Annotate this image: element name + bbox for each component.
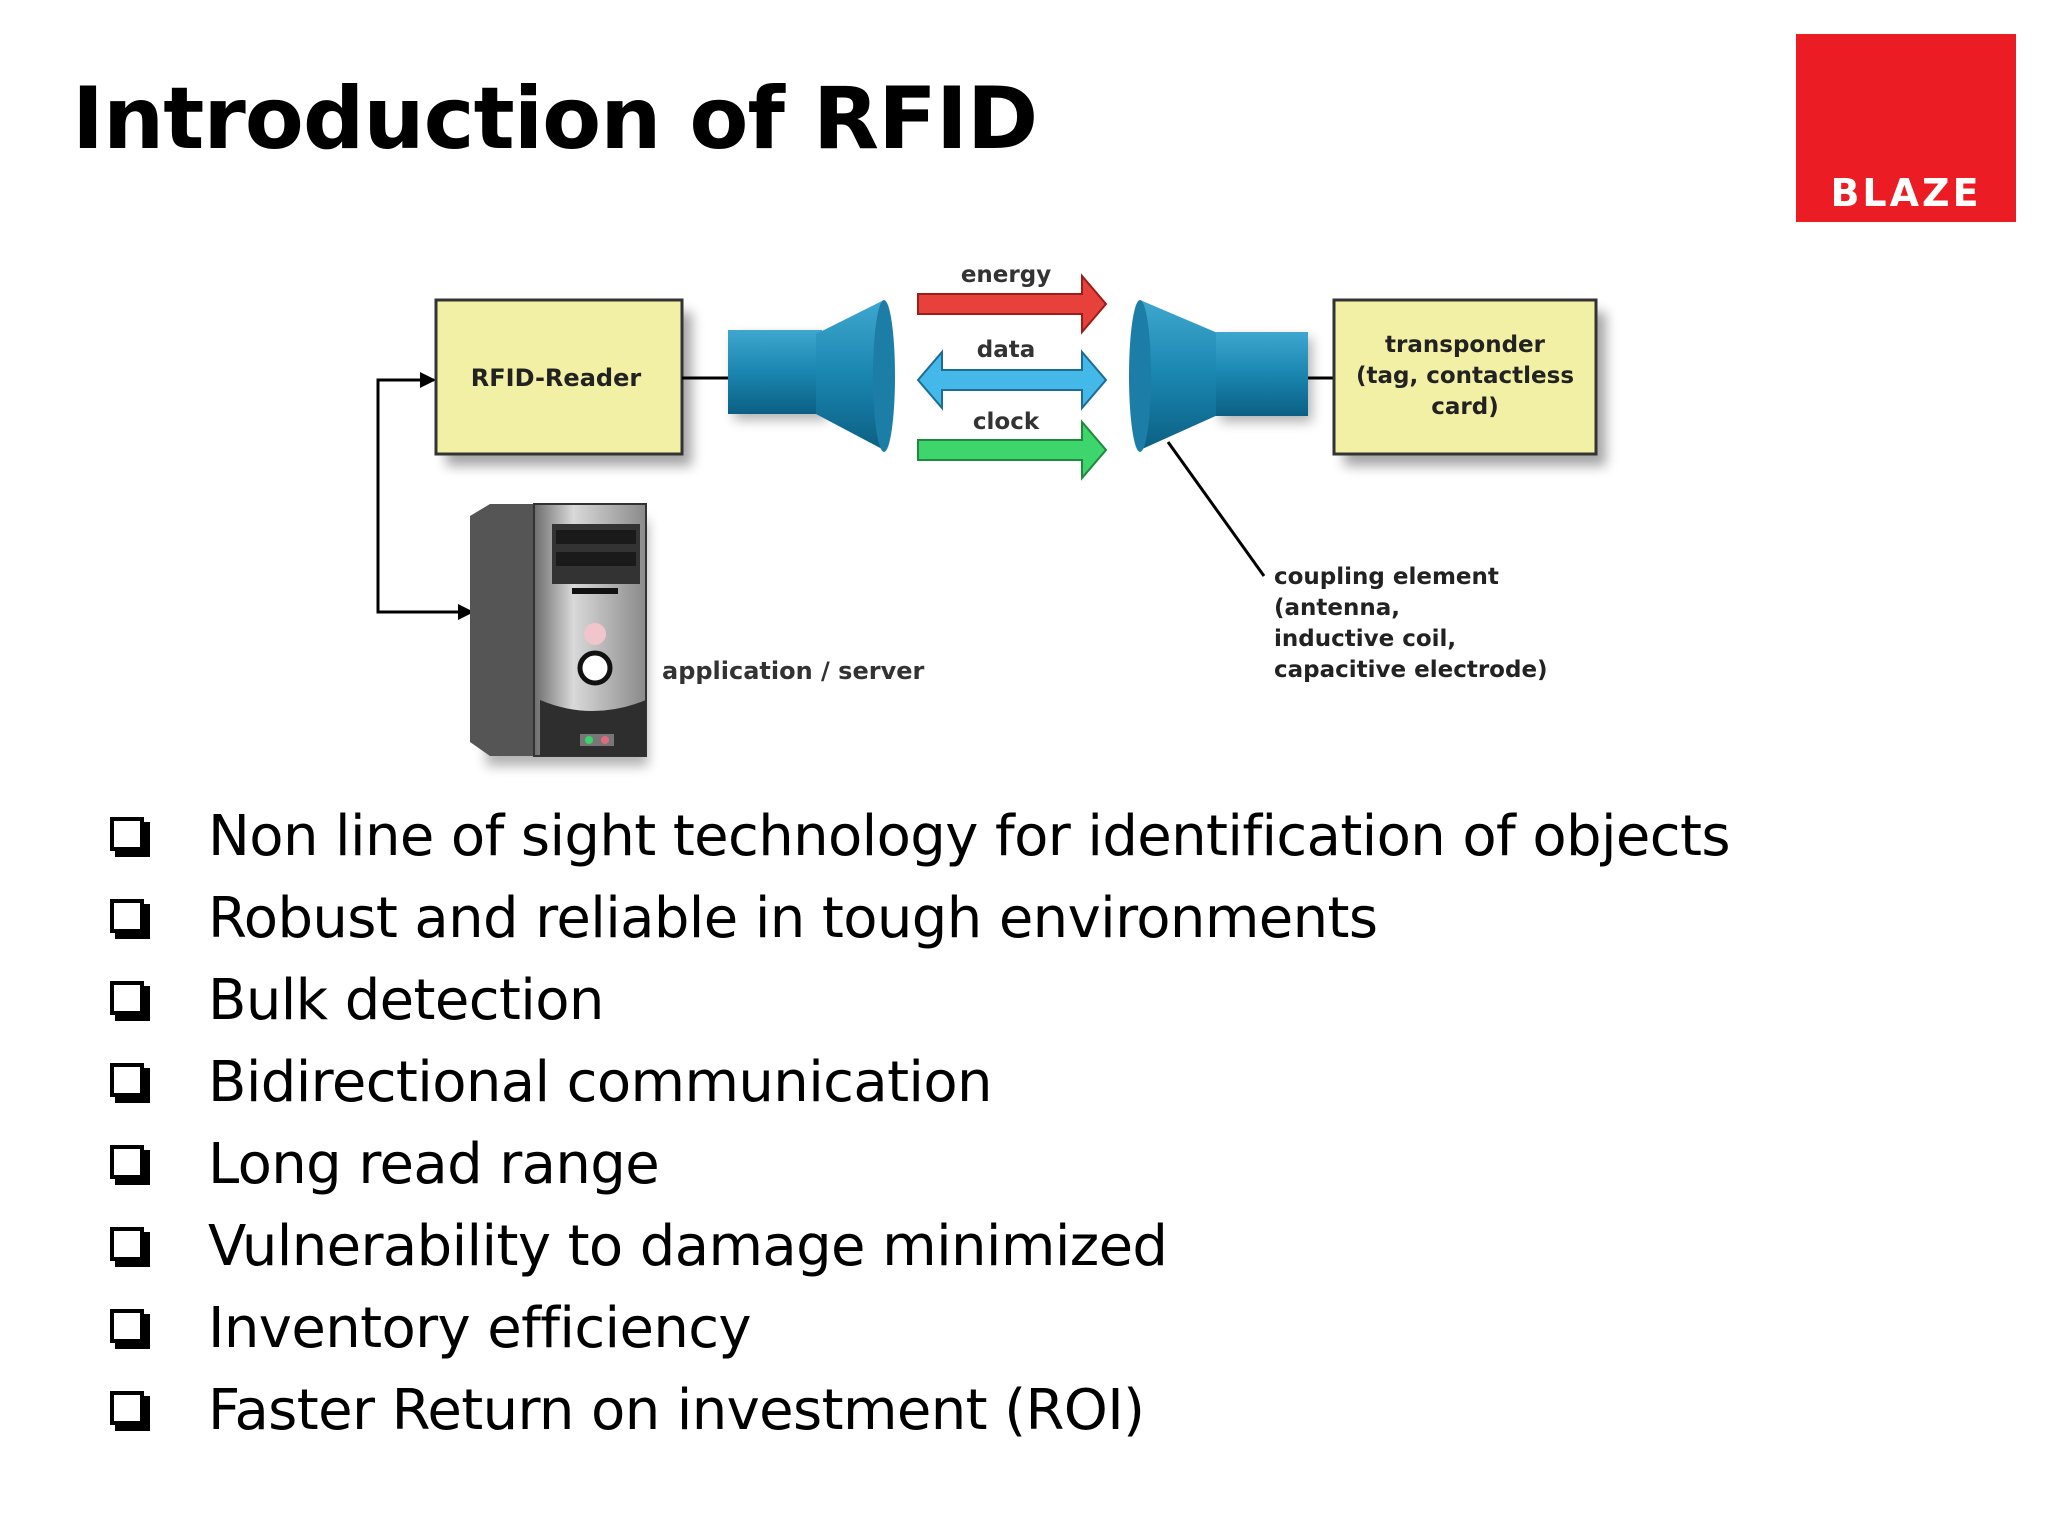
checkbox-bullet-icon xyxy=(110,1227,150,1267)
list-item: Non line of sight technology for identif… xyxy=(110,796,1731,878)
arrowhead-to-reader xyxy=(420,372,436,388)
arrow-label-data: data xyxy=(977,337,1036,363)
checkbox-bullet-icon xyxy=(110,1145,150,1185)
bullet-text: Long read range xyxy=(208,1132,660,1197)
coupling-label-line-4: capacitive electrode) xyxy=(1274,657,1548,683)
checkbox-bullet-icon xyxy=(110,899,150,939)
list-item: Inventory efficiency xyxy=(110,1288,1730,1370)
data-arrow xyxy=(916,349,1108,411)
list-item: Long read range xyxy=(110,1124,1730,1206)
coupling-label-line-2: (antenna, xyxy=(1274,595,1400,621)
transponder-antenna xyxy=(1129,300,1312,452)
logo-text: BLAZE xyxy=(1830,171,1981,215)
coupling-element-label: coupling element (antenna, inductive coi… xyxy=(1274,564,1548,683)
arrow-label-energy: energy xyxy=(961,262,1051,288)
server-tower-icon xyxy=(470,503,648,766)
coupling-label-line-1: coupling element xyxy=(1274,564,1499,590)
bullet-text: Robust and reliable in tough environment… xyxy=(208,886,1378,951)
signal-arrows: energy data clock xyxy=(916,262,1108,481)
checkbox-bullet-icon xyxy=(110,1391,150,1431)
list-item: Vulnerability to damage minimized xyxy=(110,1206,1730,1288)
checkbox-bullet-icon xyxy=(110,1063,150,1103)
bullet-text: Faster Return on investment (ROI) xyxy=(208,1378,1145,1443)
list-item: Bulk detection xyxy=(110,960,1730,1042)
coupling-label-line-3: inductive coil, xyxy=(1274,626,1456,652)
energy-arrow xyxy=(917,273,1108,335)
bullet-text: Bidirectional communication xyxy=(208,1050,993,1115)
checkbox-bullet-icon xyxy=(110,1309,150,1349)
clock-arrow xyxy=(917,419,1108,481)
bullet-text: Vulnerability to damage minimized xyxy=(208,1214,1168,1279)
bullet-text: Non line of sight technology for identif… xyxy=(208,804,1731,869)
reader-antenna xyxy=(728,300,895,452)
slide-title: Introduction of RFID xyxy=(72,69,1038,169)
transponder-box xyxy=(1332,298,1598,456)
arrow-label-clock: clock xyxy=(973,409,1040,435)
transponder-label-line-2: (tag, contactless xyxy=(1356,363,1574,389)
rfid-reader-label: RFID-Reader xyxy=(471,364,642,392)
blaze-logo: BLAZE xyxy=(1796,34,2016,222)
rfid-diagram: RFID-Reader energy data clock transponde… xyxy=(376,262,1606,766)
reader-server-connector xyxy=(376,378,462,614)
bullet-text: Bulk detection xyxy=(208,968,604,1033)
blaze-logo-mark: BLAZE xyxy=(1830,171,1981,215)
list-item: Robust and reliable in tough environment… xyxy=(110,878,1730,960)
transponder-label-line-3: card) xyxy=(1431,394,1498,420)
transponder-label-line-1: transponder xyxy=(1385,332,1546,358)
arrowhead-to-server xyxy=(458,604,474,620)
list-item: Faster Return on investment (ROI) xyxy=(110,1370,1730,1452)
checkbox-bullet-icon xyxy=(110,817,150,857)
list-item: Bidirectional communication xyxy=(110,1042,1730,1124)
checkbox-bullet-icon xyxy=(110,981,150,1021)
feature-list: Non line of sight technology for identif… xyxy=(110,796,1731,1452)
server-label: application / server xyxy=(662,657,925,685)
bullet-text: Inventory efficiency xyxy=(208,1296,752,1361)
coupling-callout-line xyxy=(1166,441,1266,577)
